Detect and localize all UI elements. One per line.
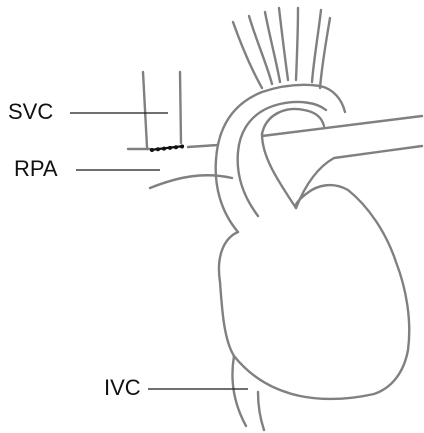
branch-wall [233, 22, 262, 88]
suture-stitch [174, 145, 178, 149]
branch-wall [320, 18, 330, 88]
suture-stitch [150, 148, 154, 152]
suture-line [150, 146, 184, 150]
svc-vessel [143, 72, 181, 147]
arch-inner-loop-lower [262, 134, 296, 208]
ivc-vessel [233, 356, 265, 430]
suture-stitch [180, 145, 184, 149]
aorta [216, 85, 345, 232]
anastomosis-suture [150, 145, 184, 153]
ascending-aorta-right-wall [238, 102, 326, 216]
heart [219, 185, 409, 399]
ascending-aorta-left-wall [216, 85, 345, 232]
branch-wall [279, 8, 288, 80]
branch-wall [296, 8, 298, 80]
rpa-lower-wall [150, 175, 232, 188]
svc-label: SVC [8, 101, 53, 123]
arch-branches [233, 8, 330, 88]
heart-outline [219, 185, 409, 399]
suture-stitch [168, 146, 172, 150]
rpa-upper-wall-right [188, 145, 218, 147]
ivc-right-wall [258, 392, 264, 430]
suture-stitch [162, 147, 166, 151]
suture-stitch [156, 147, 160, 151]
rpa-label: RPA [14, 158, 58, 180]
branch-wall [312, 10, 321, 82]
lpa-upper-wall [262, 116, 422, 136]
svc-right-wall [180, 72, 181, 143]
ivc-label: IVC [104, 377, 141, 399]
svc-left-wall [143, 72, 147, 147]
